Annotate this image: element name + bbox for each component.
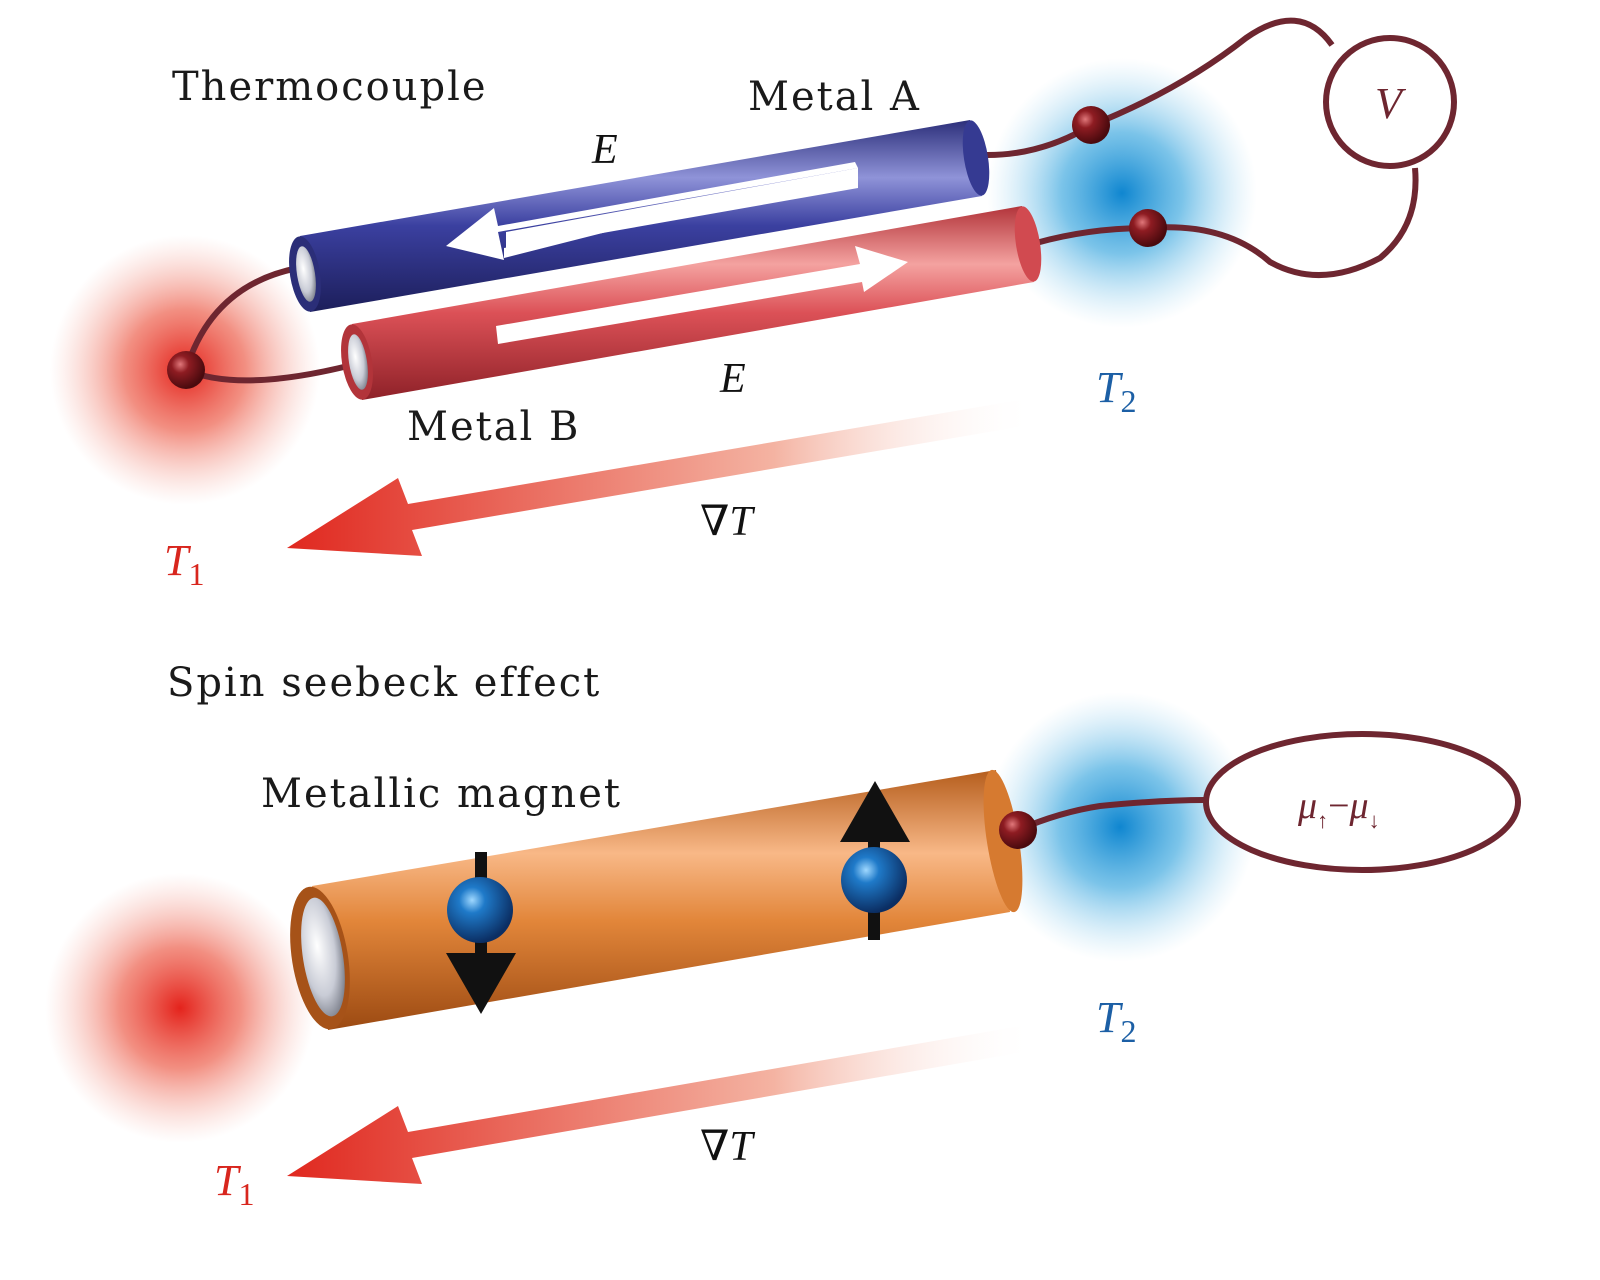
spin-down-electron [446,852,516,1014]
hot-source-glow [45,873,315,1143]
wire-magnet-to-potential [1016,797,1206,833]
cold-sink-glow [985,692,1255,962]
gradient-arrow [287,1024,1036,1184]
cold-sink-glow [987,58,1257,328]
wire-hot-to-metal-a [183,265,299,371]
metal-b-tube [341,206,1042,400]
gradient-label: ∇T [700,499,755,545]
chemical-potential-loop [1203,731,1521,873]
wire-metal-b-to-voltmeter [1035,167,1419,279]
electron-sphere [841,847,907,913]
voltmeter-label: V [1375,79,1407,128]
field-b-label: E [719,356,746,402]
field-a-label: E [591,127,618,173]
gradient-label: ∇T [700,1124,755,1170]
t2-label: T2 [1096,993,1136,1049]
gradient-arrow [287,398,1036,556]
metal-b-field-arrow [496,246,908,344]
metal-a-label: Metal A [748,74,921,120]
voltmeter [1323,35,1457,169]
metal-a-tube [289,120,990,312]
electron-sphere [447,877,513,943]
t2-label: T2 [1096,363,1136,419]
junction-dot [999,811,1037,849]
metal-b-label: Metal B [407,404,580,450]
chemical-potential-label: μ↑−μ↓ [1297,785,1380,833]
spin-seebeck-title: Spin seebeck effect [167,660,601,706]
junction-dot-hot [167,351,205,389]
junction-dot-cold-b [1129,209,1167,247]
spin-down-arrow [446,953,516,1014]
wire-metal-a-to-voltmeter [983,17,1335,159]
thermocouple-title: Thermocouple [172,64,488,110]
spin-seebeck-panel: Spin seebeck effect ∇T μ↑−μ↓ Metallic ma… [45,660,1521,1212]
thermocouple-panel: Thermocouple ∇T V Metal A E [50,17,1457,592]
junction-dot-cold-a [1072,106,1110,144]
spin-up-electron [840,781,910,940]
t1-label: T1 [214,1156,254,1212]
spin-up-arrow [840,781,910,842]
metal-a-field-arrow [446,162,858,260]
magnet-label: Metallic magnet [261,771,622,817]
t1-label: T1 [164,536,204,592]
